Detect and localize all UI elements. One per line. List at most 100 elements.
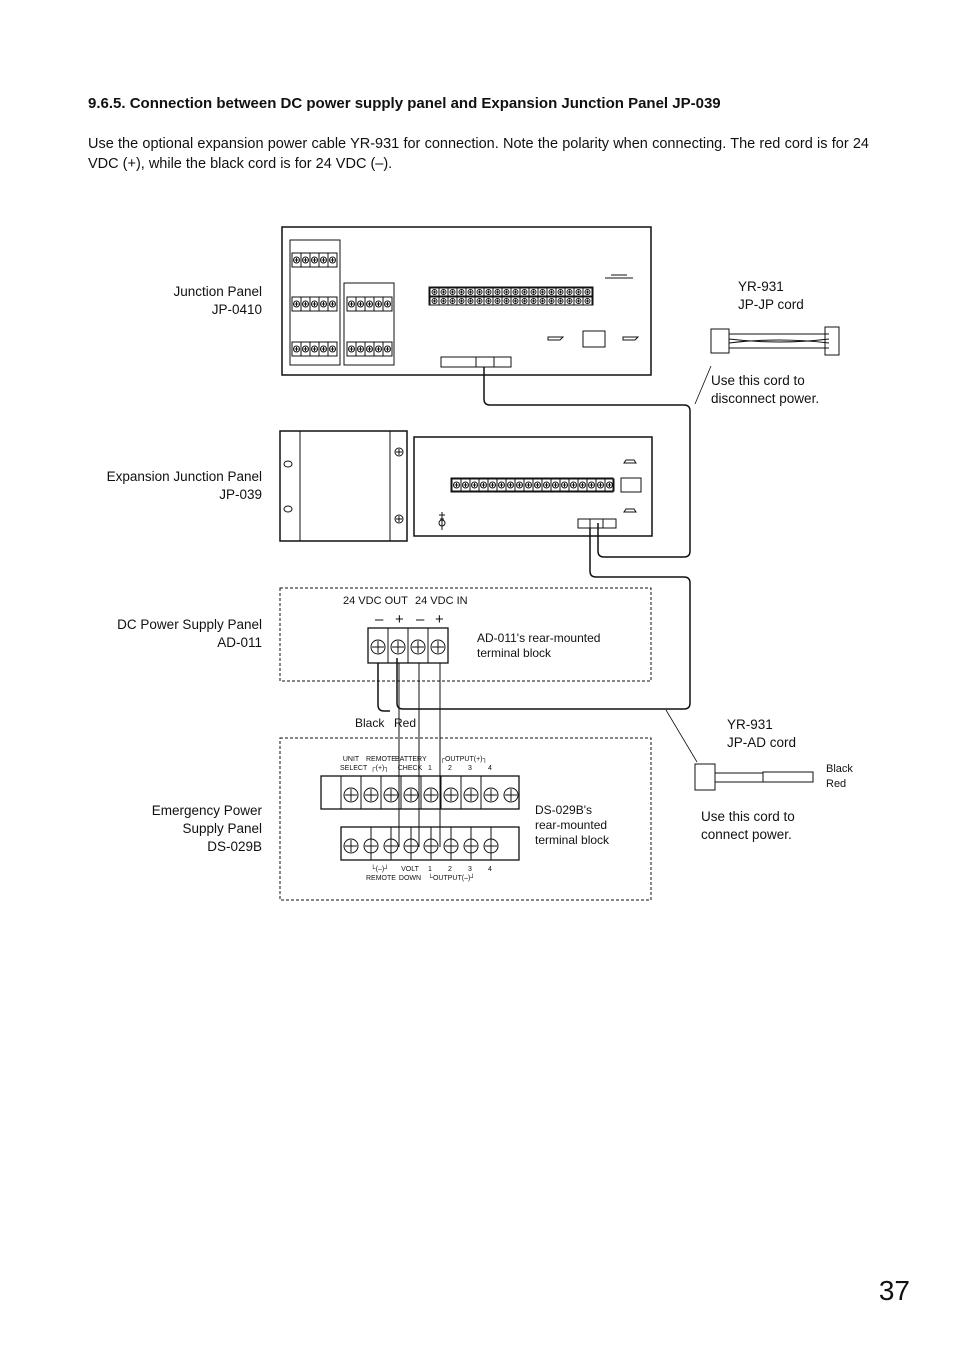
terminal-screw: [539, 289, 546, 295]
ds-battery: BATTERY: [395, 756, 427, 763]
ad011-box: [279, 587, 652, 682]
terminal-screw: [570, 481, 577, 489]
terminal-screw: [357, 300, 364, 308]
terminal-screw: [521, 298, 528, 304]
terminal-screw: [543, 481, 550, 489]
jp0410-panel: [281, 226, 652, 376]
terminal-screw: [525, 481, 532, 489]
ds-plus-bracket: ┌(+)┐: [370, 765, 390, 772]
ds-out-bot-4: 4: [488, 866, 492, 873]
terminal-screw: [467, 289, 474, 295]
terminal-screw: [410, 639, 426, 655]
terminal-screw: [534, 481, 541, 489]
jpad-cord-label: YR-931 JP-AD cord: [727, 716, 796, 752]
terminal-screw: [311, 256, 318, 264]
terminal-screw: [507, 481, 514, 489]
terminal-screw: [453, 481, 460, 489]
terminal-screw: [512, 289, 519, 295]
terminal-screw: [530, 298, 537, 304]
jpjp-model: YR-931: [738, 279, 784, 294]
jp0410-name: Junction Panel: [173, 284, 262, 299]
ds-battery-check: BATTERY CHECK: [395, 755, 427, 773]
terminal-screw: [320, 300, 327, 308]
terminal-screw: [329, 256, 336, 264]
section-heading: 9.6.5. Connection between DC power suppl…: [88, 95, 721, 112]
terminal-screw: [311, 300, 318, 308]
jpad-name: JP-AD cord: [727, 735, 797, 750]
terminal-screw: [498, 481, 505, 489]
terminal-screw: [458, 298, 465, 304]
terminal-strip: [346, 296, 393, 312]
vdc-in-label: 24 VDC IN: [415, 595, 468, 607]
jpad-black: Black: [826, 763, 853, 775]
jp039-model: JP-039: [219, 487, 262, 502]
terminal-screw: [548, 289, 555, 295]
terminal-strip: [346, 341, 393, 357]
terminal-screw: [384, 300, 391, 308]
terminal-screw: [431, 298, 438, 304]
ds-select: SELECT: [340, 765, 368, 772]
polarity-plus-2: +: [435, 611, 444, 628]
terminal-screw: [462, 481, 469, 489]
terminal-strip: [291, 296, 338, 312]
terminal-screw: [503, 289, 510, 295]
terminal-screw: [494, 298, 501, 304]
ad011-caption: AD-011's rear-mounted terminal block: [477, 631, 600, 661]
terminal-screw: [293, 256, 300, 264]
terminal-strip: [291, 252, 338, 268]
terminal-screw: [579, 481, 586, 489]
terminal-screw: [440, 298, 447, 304]
terminal-screw: [403, 838, 419, 854]
jpjp-cord-label: YR-931 JP-JP cord: [738, 278, 804, 314]
terminal-screw: [329, 345, 336, 353]
terminal-screw: [423, 838, 439, 854]
ds029b-box: [279, 737, 652, 901]
ds029b-line1: Emergency Power: [151, 803, 262, 818]
jp039-label: Expansion Junction Panel JP-039: [107, 468, 262, 504]
ad011-model: AD-011: [217, 635, 262, 650]
jpad-red: Red: [826, 778, 847, 790]
jpjp-cord: [694, 326, 840, 405]
terminal-screw: [503, 787, 519, 803]
terminal-screw: [480, 481, 487, 489]
terminal-screw: [423, 787, 439, 803]
jp0410-label: Junction Panel JP-0410: [173, 283, 262, 319]
ds-unit-select: UNIT SELECT: [340, 755, 368, 773]
ds-unit: UNIT: [342, 756, 360, 763]
jpad-note-line2: connect power.: [701, 827, 792, 842]
jp039-name: Expansion Junction Panel: [106, 469, 262, 484]
terminal-screw: [463, 838, 479, 854]
terminal-screw: [430, 639, 446, 655]
terminal-screw: [431, 289, 438, 295]
terminal-screw: [458, 289, 465, 295]
section-paragraph: Use the optional expansion power cable Y…: [88, 136, 869, 172]
terminal-screw: [383, 787, 399, 803]
terminal-screw: [320, 256, 327, 264]
terminal-screw: [363, 838, 379, 854]
terminal-screw: [597, 481, 604, 489]
ds-out-bot-1: 1: [428, 866, 432, 873]
terminal-screw: [375, 300, 382, 308]
terminal-screw: [348, 345, 355, 353]
ds-volt: VOLT: [401, 866, 419, 873]
jpad-note: Use this cord to connect power.: [701, 808, 795, 844]
jpad-note-line1: Use this cord to: [701, 809, 795, 824]
terminal-screw: [366, 300, 373, 308]
terminal-screw: [329, 300, 336, 308]
terminal-screw: [566, 298, 573, 304]
terminal-screw: [375, 345, 382, 353]
ds-out-bot-2: 2: [448, 866, 452, 873]
jpjp-name: JP-JP cord: [738, 297, 804, 312]
terminal-screw: [584, 289, 591, 295]
terminal-screw: [449, 298, 456, 304]
terminal-screw: [370, 639, 386, 655]
ds-output-minus-title: └OUTPUT(–)┘: [428, 875, 476, 882]
ds029b-model: DS-029B: [207, 839, 262, 854]
terminal-screw: [320, 345, 327, 353]
jpjp-note: Use this cord to disconnect power.: [711, 372, 819, 408]
terminal-screw: [606, 481, 613, 489]
terminal-strip: [291, 341, 338, 357]
terminal-screw: [512, 298, 519, 304]
ds-minus-bracket: └(–)┘: [370, 866, 390, 873]
